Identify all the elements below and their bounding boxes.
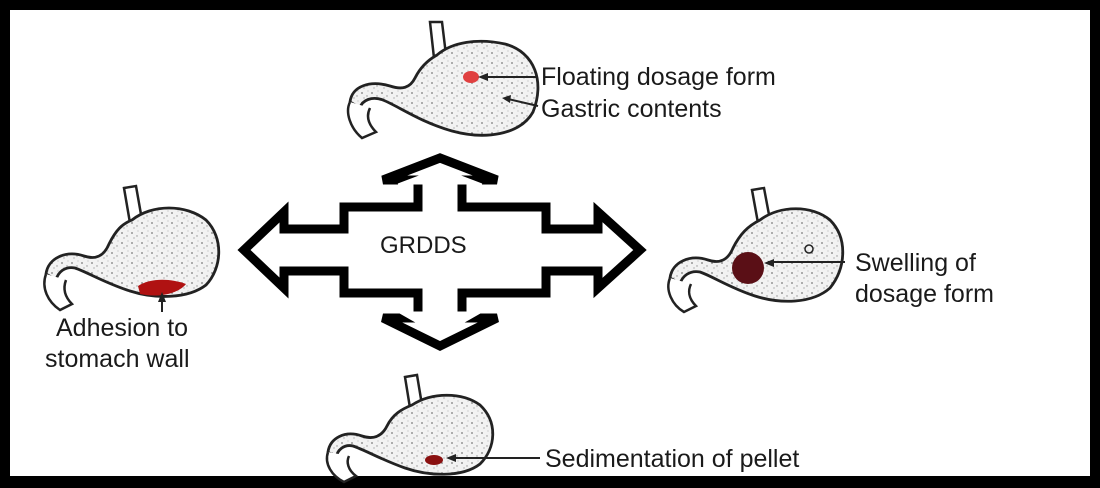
center-label: GRDDS <box>380 232 467 260</box>
floating-dot <box>463 71 479 83</box>
swelling-label-line2: dosage form <box>855 279 994 309</box>
sediment-dot <box>425 455 443 465</box>
swelling-label-line1: Swelling of <box>855 248 976 278</box>
adhesion-label-line2: stomach wall <box>45 344 190 374</box>
adhesion-label-line1: Adhesion to <box>56 313 188 343</box>
swelling-dot <box>732 252 764 284</box>
stomach-adhesion <box>44 186 218 312</box>
stomach-floating <box>348 22 538 138</box>
gastric-contents-label: Gastric contents <box>541 94 722 124</box>
sedimentation-label: Sedimentation of pellet <box>545 444 799 474</box>
stomach-swelling <box>668 188 845 312</box>
stomach-sedimentation <box>327 375 540 482</box>
floating-label: Floating dosage form <box>541 62 776 92</box>
